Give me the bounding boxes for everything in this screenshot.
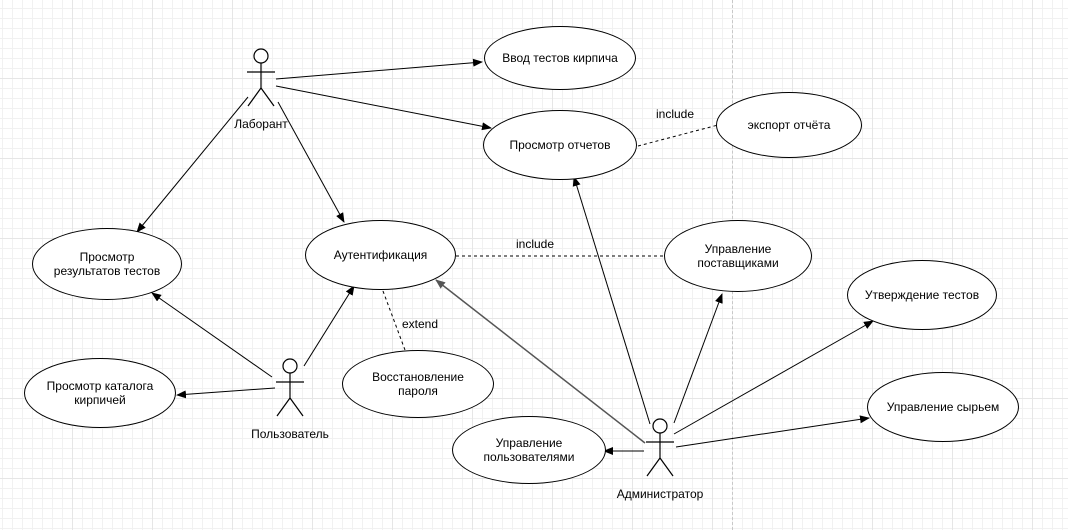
actor-admin-label: Администратор: [616, 487, 704, 501]
usecase-view-results[interactable]: Просмотр результатов тестов: [32, 228, 182, 300]
actor-lab[interactable]: [241, 48, 281, 108]
edge-admin-approve-tests: [673, 320, 874, 435]
stick-figure-icon: [276, 358, 304, 417]
usecase-export-report[interactable]: экспорт отчёта: [716, 92, 862, 158]
usecase-manage-users[interactable]: Управление пользователями: [452, 416, 606, 484]
edge-user-auth: [303, 285, 355, 367]
label-extend-restore: extend: [402, 317, 439, 331]
usecase-manage-materials[interactable]: Управление сырьем: [867, 372, 1019, 442]
edge-extend-restore: [382, 290, 406, 351]
edge-lab-view-reports: [275, 85, 492, 131]
usecase-enter-tests[interactable]: Ввод тестов кирпича: [484, 26, 636, 90]
actor-user[interactable]: [270, 358, 310, 418]
usecase-approve-tests[interactable]: Утверждение тестов: [847, 260, 997, 330]
edge-user-view-catalog: [176, 387, 276, 399]
edge-admin-auth: [435, 279, 646, 444]
actor-user-label: Пользователь: [251, 427, 329, 441]
edge-lab-view-results: [136, 96, 249, 233]
usecase-auth[interactable]: Аутентификация: [305, 220, 456, 290]
usecase-view-catalog[interactable]: Просмотр каталога кирпичей: [24, 358, 176, 428]
usecase-restore-password[interactable]: Восстановление пароля: [342, 350, 494, 418]
edge-user-view-results: [151, 292, 273, 378]
usecase-view-reports[interactable]: Просмотр отчетов: [483, 110, 637, 180]
edge-include-export: [637, 124, 719, 147]
actor-admin[interactable]: [640, 418, 680, 478]
actor-lab-label: Лаборант: [234, 117, 288, 131]
stick-figure-icon: [247, 48, 275, 107]
label-include-export: include: [656, 107, 695, 121]
edge-admin-view-reports: [572, 176, 651, 425]
edge-lab-enter-tests: [275, 58, 483, 80]
edge-admin-manage-suppliers: [673, 293, 723, 424]
edge-lab-auth: [277, 101, 345, 223]
label-include-suppliers: include: [516, 237, 555, 251]
stick-figure-icon: [646, 418, 674, 477]
edge-admin-manage-materials: [675, 415, 870, 448]
usecase-manage-suppliers[interactable]: Управление поставщиками: [664, 220, 812, 292]
